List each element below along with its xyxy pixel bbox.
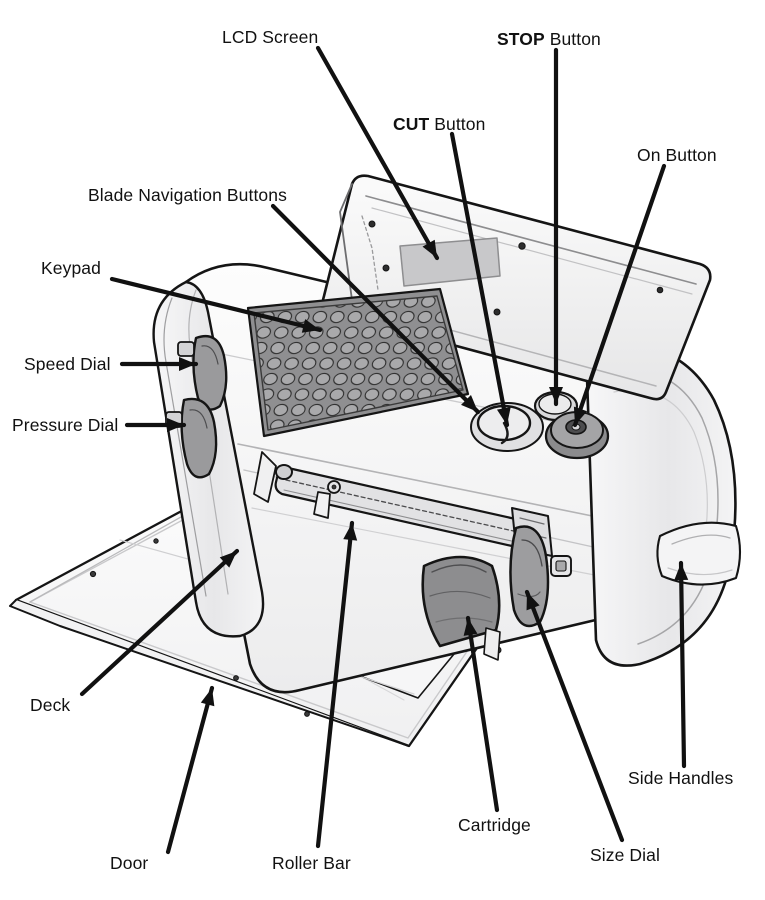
leader-arrowhead-deck [219,551,237,568]
leader-arrowhead-blade-navigation-buttons [461,395,478,412]
callout-label-stop-button-emphasis: STOP [497,29,545,49]
callout-label-pressure-dial: Pressure Dial [12,415,119,435]
callout-label-speed-dial: Speed Dial [24,354,111,374]
leader-line-on-button [572,163,667,428]
callout-label-deck: Deck [30,695,71,715]
control-buttons [470,390,610,460]
leader-arrowhead-speed-dial [179,357,196,371]
leader-line-cut-button [449,131,510,428]
pressure-dial [165,397,218,479]
callout-label-blade-navigation-buttons: Blade Navigation Buttons [88,185,287,205]
leader-arrowhead-keypad [301,319,320,333]
leader-line-deck [79,548,240,697]
callout-label-side-handles: Side Handles [628,768,734,788]
leader-arrowhead-side-handles [674,563,689,581]
callout-label-cartridge: Cartridge [458,815,531,835]
callout-label-cut-button-emphasis: CUT [393,114,430,134]
leader-line-side-handles [678,560,687,769]
speed-dial [177,334,228,411]
leader-arrowhead-pressure-dial [167,418,184,432]
leader-line-door [165,685,215,855]
right-end-cap [584,343,742,667]
body-fixings [313,480,502,661]
leader-arrowhead-door [200,688,215,707]
leader-arrowhead-cartridge [463,618,478,636]
leader-line-size-dial [524,589,625,843]
callout-leader-lines [79,45,689,855]
cartridge [421,555,501,648]
callout-label-roller-bar: Roller Bar [272,853,351,873]
callout-label-keypad: Keypad [41,258,101,278]
callout-label-cut-button: CUT Button [393,115,485,134]
callout-label-lcd-screen: LCD Screen [222,27,319,47]
callout-label-stop-button-text: Button [544,29,601,49]
callout-label-size-dial: Size Dial [590,845,660,865]
leader-arrowhead-on-button [573,406,588,425]
leader-arrowhead-stop-button [549,387,563,404]
callout-label-stop-button: STOP Button [497,30,601,49]
callout-label-door: Door [110,853,149,873]
leader-line-keypad [109,276,323,333]
leader-arrowhead-lcd-screen [422,239,437,258]
leader-arrowhead-roller-bar [343,523,358,541]
leader-line-roller-bar [315,520,355,849]
leader-line-lcd-screen [315,45,440,261]
leader-line-cartridge [465,615,500,813]
leader-line-blade-navigation-buttons [270,203,481,415]
callout-label-on-button: On Button [637,145,717,165]
leader-arrowhead-size-dial [526,592,540,611]
callout-label-cut-button-text: Button [429,114,486,134]
leader-arrowhead-cut-button [496,406,511,425]
